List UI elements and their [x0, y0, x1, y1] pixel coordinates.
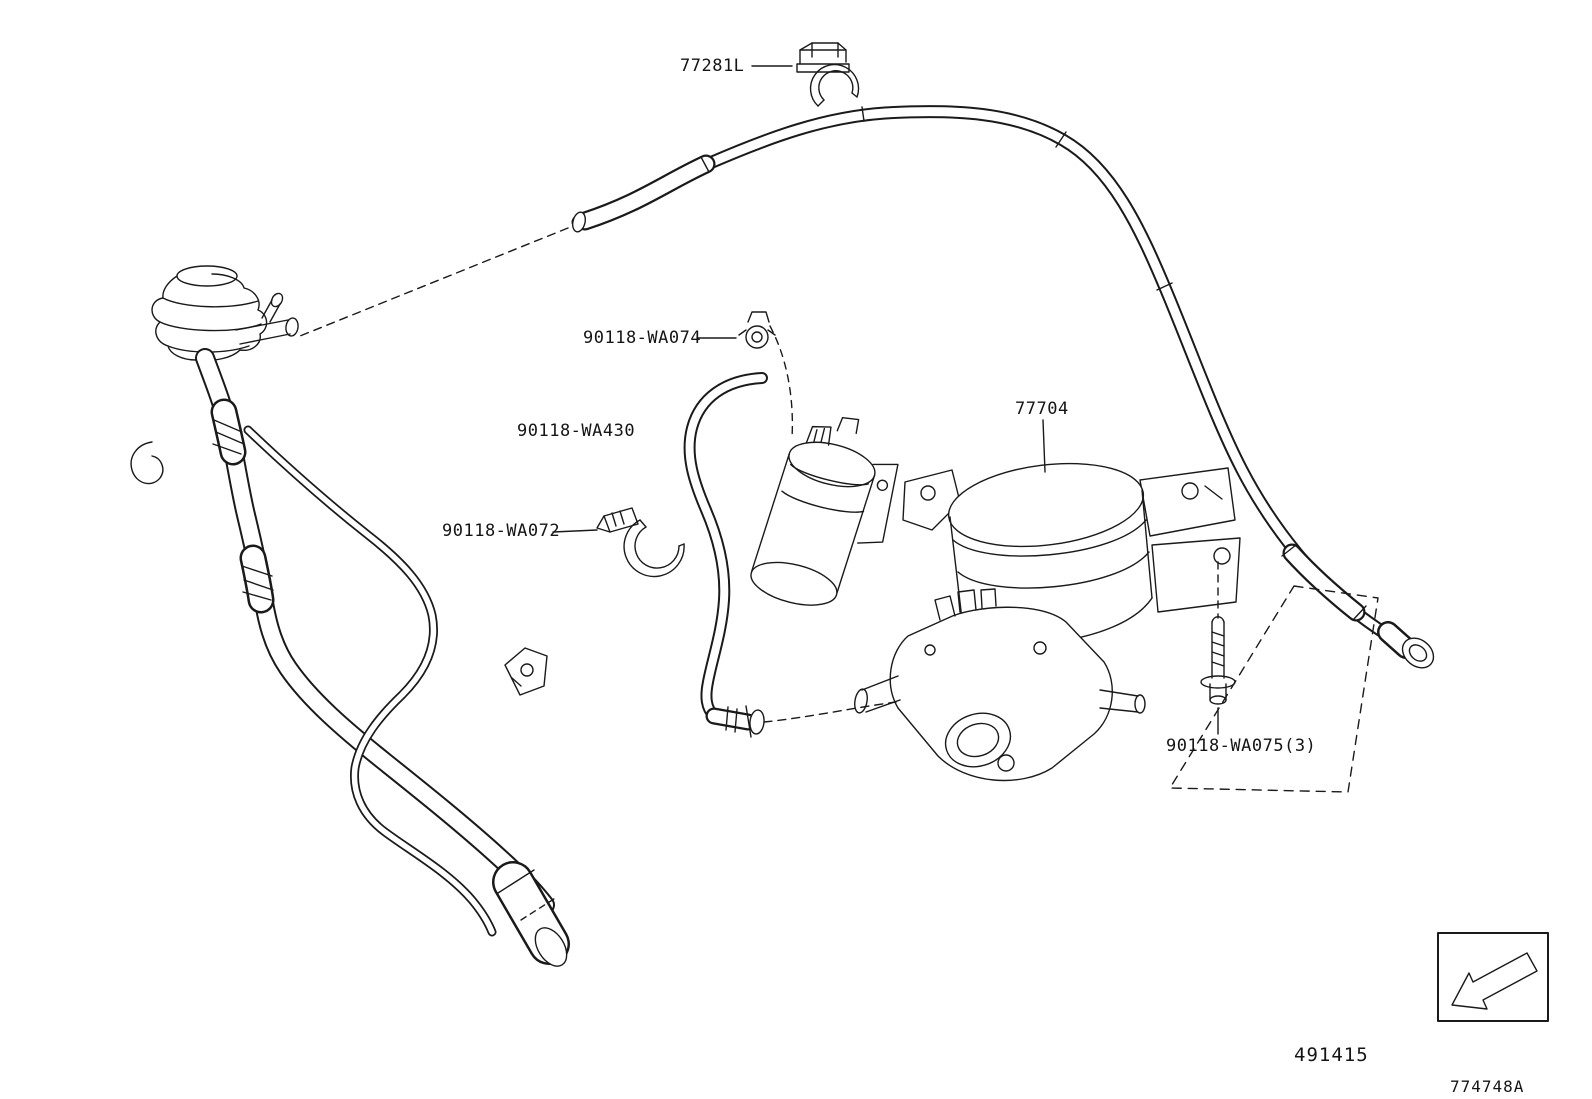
- direction-arrow-icon: [1451, 952, 1538, 1010]
- canister-assembly-drawing: [854, 462, 1241, 782]
- leader-77704: [1042, 419, 1046, 473]
- hose-wa430-drawing: [683, 372, 768, 738]
- clamp-wa072-drawing: [596, 507, 685, 578]
- clamp-77281l-drawing: [796, 42, 860, 107]
- part-label-90118-wa072[interactable]: 90118-WA072: [442, 521, 561, 541]
- part-label-90118-wa430[interactable]: 90118-WA430: [517, 421, 636, 441]
- direction-indicator-box: [1437, 932, 1549, 1022]
- fuel-filler-pipe-drawing: [130, 265, 570, 967]
- vapor-tube-drawing: [571, 105, 1435, 669]
- part-label-77704[interactable]: 77704: [1015, 399, 1069, 419]
- bolt-wa075-drawing: [1200, 561, 1236, 705]
- pump-module-drawing: [750, 416, 899, 606]
- dashed-leader-hose-to-filler: [299, 227, 569, 337]
- figure-number: 491415: [1294, 1044, 1369, 1066]
- part-label-90118-wa075[interactable]: 90118-WA075(3): [1166, 736, 1317, 756]
- dashed-leader-hose-to-canister: [763, 701, 897, 723]
- clamp-wa074-drawing: [738, 311, 776, 349]
- part-label-77281l[interactable]: 77281L: [680, 56, 745, 76]
- part-label-90118-wa074[interactable]: 90118-WA074: [583, 328, 702, 348]
- dashed-region-box: [1169, 585, 1379, 793]
- sheet-number: 774748A: [1450, 1077, 1525, 1096]
- leader-wa072: [552, 529, 598, 533]
- dashed-leader-wa074: [769, 325, 794, 439]
